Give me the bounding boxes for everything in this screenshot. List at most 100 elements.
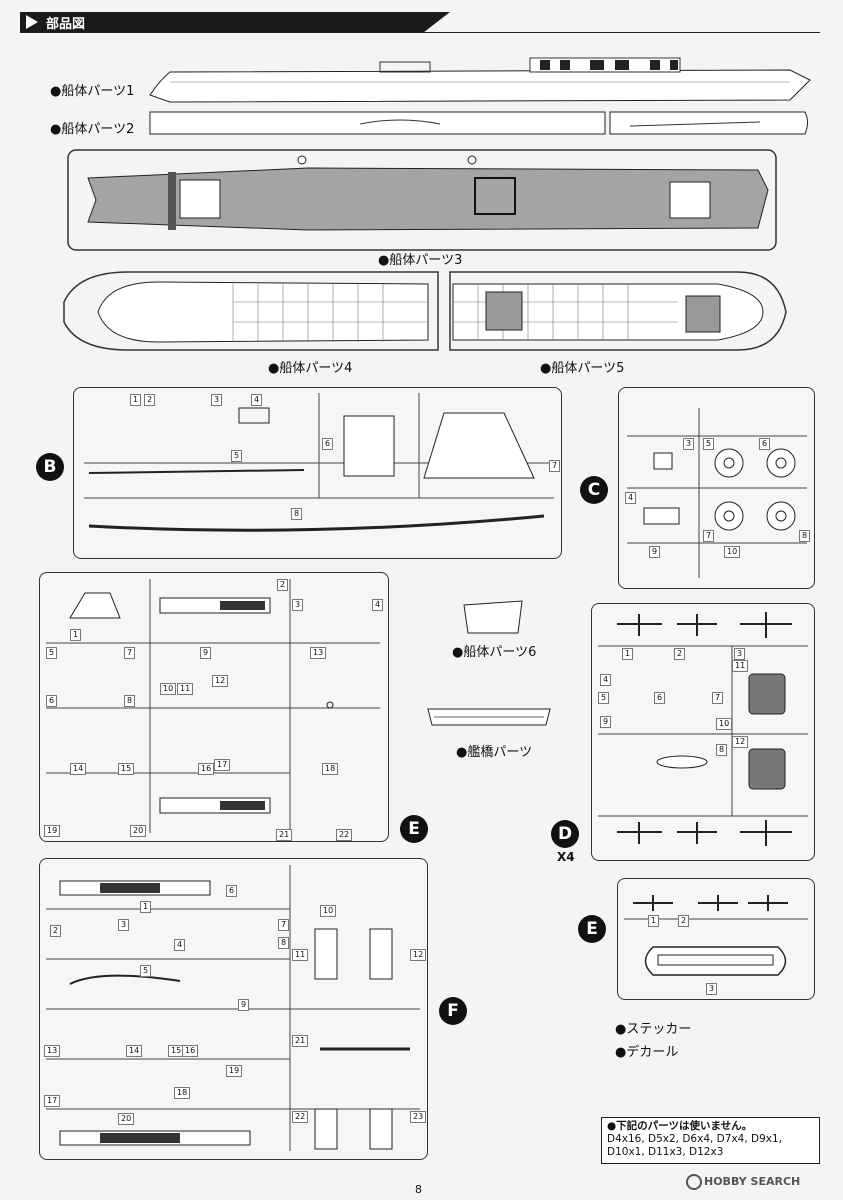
unused-parts-note: ●下記のパーツは使いません。 D4x16, D5x2, D6x4, D7x4, … [601, 1117, 820, 1164]
sprue-d-badge: D [551, 820, 579, 848]
part-number: 17 [44, 1095, 61, 1107]
page-number: 8 [415, 1183, 422, 1196]
part-number: 7 [124, 647, 136, 659]
part-number: 1 [648, 915, 660, 927]
part-number: 10 [716, 718, 733, 730]
part-number: 7 [712, 692, 724, 704]
section-title: 部品図 [46, 17, 86, 32]
section-header: 部品図 [20, 8, 820, 34]
sprue-e-small-badge: E [578, 915, 606, 943]
hull-part-2-label: ●船体パーツ2 [50, 122, 135, 137]
part-number: 6 [322, 438, 334, 450]
part-number: 3 [706, 983, 718, 995]
watermark: HOBBY SEARCH [686, 1174, 800, 1190]
part-number: 8 [799, 530, 811, 542]
sticker-label: ●ステッカー [615, 1022, 692, 1037]
note-line-1: D4x16, D5x2, D6x4, D7x4, D9x1, [607, 1133, 783, 1145]
part-number: 5 [703, 438, 715, 450]
part-number: 21 [292, 1035, 309, 1047]
bridge-part-drawing [427, 708, 551, 726]
hull-part-3-label: ●船体パーツ3 [378, 253, 463, 268]
sprue-e-badge: E [400, 815, 428, 843]
sprue-c-frame: 3 4 5 6 7 8 9 10 [618, 387, 815, 589]
header-bar [20, 12, 450, 32]
sprue-e-drawing [46, 579, 380, 833]
sprue-d-multiplier: X4 [557, 850, 575, 864]
part-number: 4 [372, 599, 384, 611]
hull-part-6-drawing [463, 600, 523, 634]
sprue-b-frame: 1 2 3 4 5 6 7 8 [73, 387, 562, 559]
part-number: 18 [322, 763, 339, 775]
part-number: 3 [211, 394, 223, 406]
note-line-2: D10x1, D11x3, D12x3 [607, 1146, 724, 1158]
sprue-f-badge: F [439, 997, 467, 1025]
part-number: 5 [46, 647, 58, 659]
part-number: 5 [140, 965, 152, 977]
part-number: 23 [410, 1111, 427, 1123]
part-number: 12 [212, 675, 229, 687]
part-number: 9 [238, 999, 250, 1011]
part-number: 22 [336, 829, 353, 841]
part-number: 11 [177, 683, 194, 695]
sprue-f-frame: 1 2 3 4 5 6 7 8 9 10 11 12 13 14 15 16 1… [39, 858, 428, 1160]
note-heading: ●下記のパーツは使いません。 [607, 1120, 753, 1132]
part-number: 16 [182, 1045, 199, 1057]
part-number: 2 [144, 394, 156, 406]
part-number: 11 [732, 660, 749, 672]
part-number: 3 [292, 599, 304, 611]
part-number: 8 [716, 744, 728, 756]
part-number: 6 [654, 692, 666, 704]
hull-part-2-drawing [149, 111, 760, 135]
part-number: 4 [600, 674, 612, 686]
part-number: 20 [118, 1113, 135, 1125]
sprue-e-frame: 1 2 3 4 5 6 7 8 9 10 11 12 13 14 15 16 1… [39, 572, 389, 842]
part-number: 5 [231, 450, 243, 462]
part-number: 2 [50, 925, 62, 937]
part-number: 13 [310, 647, 327, 659]
part-number: 3 [683, 438, 695, 450]
sprue-b-badge: B [36, 453, 64, 481]
part-number: 7 [278, 919, 290, 931]
part-number: 1 [140, 901, 152, 913]
part-number: 6 [46, 695, 58, 707]
part-number: 19 [226, 1065, 243, 1077]
sprue-d-drawing [598, 612, 808, 846]
hull-part-1-label: ●船体パーツ1 [50, 84, 135, 99]
part-number: 13 [44, 1045, 61, 1057]
part-number: 22 [292, 1111, 309, 1123]
sprue-e-small-frame: 1 2 3 [617, 878, 815, 1000]
part-number: 19 [44, 825, 61, 837]
part-number: 11 [292, 949, 309, 961]
part-number: 4 [251, 394, 263, 406]
bridge-part-label: ●艦橋パーツ [456, 745, 533, 760]
hull-part-6-label: ●船体パーツ6 [452, 645, 537, 660]
part-number: 3 [118, 919, 130, 931]
sprue-e-small-drawing [624, 895, 808, 976]
part-number: 8 [278, 937, 290, 949]
watermark-logo-icon [686, 1174, 702, 1190]
part-number: 21 [276, 829, 293, 841]
part-number: 14 [126, 1045, 143, 1057]
part-number: 18 [174, 1087, 191, 1099]
part-number: 12 [410, 949, 427, 961]
part-number: 7 [549, 460, 561, 472]
part-number: 17 [214, 759, 231, 771]
part-number: 1 [622, 648, 634, 660]
decal-label: ●デカール [615, 1045, 679, 1060]
part-number: 1 [130, 394, 142, 406]
part-number: 8 [291, 508, 303, 520]
part-number: 9 [600, 716, 612, 728]
hull-part-2-end-drawing [609, 111, 808, 135]
sprue-b-drawing [84, 393, 554, 532]
hull-part-5-label: ●船体パーツ5 [540, 361, 625, 376]
part-number: 14 [70, 763, 87, 775]
part-number: 12 [732, 736, 749, 748]
sprue-d-frame: 1 2 3 4 5 6 7 8 9 10 11 12 [591, 603, 815, 861]
part-number: 5 [598, 692, 610, 704]
hull-part-1-drawing [149, 57, 811, 103]
part-number: 1 [70, 629, 82, 641]
part-number: 6 [759, 438, 771, 450]
part-number: 16 [198, 763, 215, 775]
part-number: 4 [625, 492, 637, 504]
part-number: 7 [703, 530, 715, 542]
